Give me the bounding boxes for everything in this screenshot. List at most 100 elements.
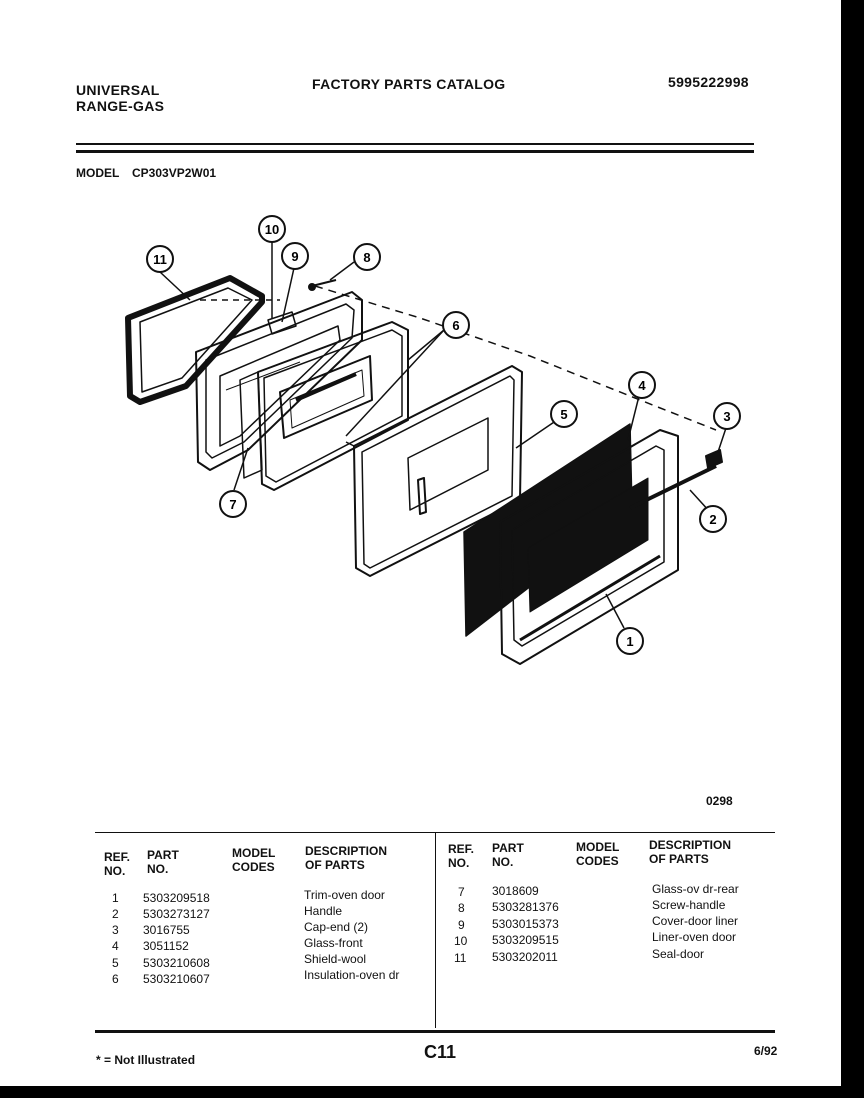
table-cell-ref: 8 xyxy=(458,901,465,915)
catalog-page: UNIVERSAL RANGE-GAS FACTORY PARTS CATALO… xyxy=(0,0,841,1086)
table-center-divider xyxy=(435,832,436,1028)
header-rule-top xyxy=(76,143,754,145)
glass-rear-part xyxy=(239,371,263,479)
callout-1-label: 1 xyxy=(626,634,633,649)
right-model-header-line2: CODES xyxy=(576,854,619,868)
callout-9: 9 xyxy=(281,242,309,270)
assembly-axis-line xyxy=(314,285,717,431)
table-cell-part: 5303202011 xyxy=(492,950,558,964)
right-desc-header-line2: OF PARTS xyxy=(649,852,709,866)
table-cell-desc: Trim-oven door xyxy=(304,888,385,902)
left-part-header: PART NO. xyxy=(147,848,179,876)
table-cell-part: 3018609 xyxy=(492,884,539,898)
callout-10: 10 xyxy=(258,215,286,243)
table-cell-part: 5303209518 xyxy=(143,891,210,905)
callout-7: 7 xyxy=(219,490,247,518)
table-cell-desc: Cap-end (2) xyxy=(304,920,369,934)
catalog-date: 6/92 xyxy=(754,1044,778,1058)
callout-10-label: 10 xyxy=(265,222,279,237)
left-model-header: MODEL CODES xyxy=(232,846,275,874)
cap-end-part xyxy=(705,449,723,469)
table-cell-part: 5303210607 xyxy=(143,972,210,986)
right-ref-header-line1: REF. xyxy=(448,842,475,856)
callout-4-label: 4 xyxy=(638,378,646,393)
left-desc-header: DESCRIPTION OF PARTS xyxy=(305,844,387,872)
table-cell-desc: Insulation-oven dr xyxy=(304,968,400,982)
table-cell-ref: 3 xyxy=(112,923,119,937)
callout-6: 6 xyxy=(442,311,470,339)
right-model-header: MODEL CODES xyxy=(576,840,619,868)
seal-door-part xyxy=(125,275,265,405)
callout-9-label: 9 xyxy=(291,249,298,264)
callout-4: 4 xyxy=(628,371,656,399)
product-line-label: UNIVERSAL xyxy=(76,82,160,98)
table-cell-ref: 5 xyxy=(112,956,119,970)
left-ref-header-line1: REF. xyxy=(104,850,131,864)
table-cell-ref: 6 xyxy=(112,972,119,986)
catalog-title: FACTORY PARTS CATALOG xyxy=(312,76,506,92)
table-cell-desc: Shield-wool xyxy=(304,952,367,966)
page-number: C11 xyxy=(424,1042,457,1062)
callout-8-label: 8 xyxy=(363,250,370,265)
callout-6-label: 6 xyxy=(452,318,459,333)
callout-3-label: 3 xyxy=(723,409,730,424)
table-cell-part: 3016755 xyxy=(143,923,190,937)
header-rule-bottom xyxy=(76,150,754,153)
table-cell-desc: Glass-front xyxy=(304,936,363,950)
right-part-header-line2: NO. xyxy=(492,855,514,869)
right-desc-header: DESCRIPTION OF PARTS xyxy=(649,838,731,866)
table-cell-ref: 1 xyxy=(112,891,119,905)
model-number: CP303VP2W01 xyxy=(132,166,217,180)
table-cell-desc: Screw-handle xyxy=(652,898,726,912)
table-cell-ref: 4 xyxy=(112,939,119,953)
callout-5-label: 5 xyxy=(560,407,567,422)
left-desc-header-line1: DESCRIPTION xyxy=(305,844,388,858)
table-cell-part: 5303210608 xyxy=(143,956,210,970)
left-part-header-line2: NO. xyxy=(147,862,169,876)
left-part-header-line1: PART xyxy=(147,848,179,862)
product-type-label: RANGE-GAS xyxy=(76,98,165,114)
callout-7-label: 7 xyxy=(229,497,236,512)
catalog-number: 5995222998 xyxy=(668,74,749,90)
table-bottom-rule xyxy=(95,1030,775,1033)
table-cell-ref: 10 xyxy=(454,934,468,948)
callout-5: 5 xyxy=(550,400,578,428)
right-part-header: PART NO. xyxy=(492,841,524,869)
callout-1: 1 xyxy=(616,627,644,655)
exploded-parts-diagram: 11 10 9 8 6 4 5 3 2 7 1 xyxy=(125,215,741,665)
trim-oven-door-part xyxy=(499,429,679,665)
illustration-code: 0298 xyxy=(706,794,733,808)
left-model-header-line2: CODES xyxy=(232,860,275,874)
table-cell-ref: 7 xyxy=(458,885,465,899)
table-cell-part: 3051152 xyxy=(143,939,189,953)
table-cell-ref: 9 xyxy=(458,918,465,932)
handle-part xyxy=(629,464,717,510)
table-cell-part: 5303015373 xyxy=(492,917,559,931)
table-cell-part: 5303273127 xyxy=(143,907,210,921)
callout-8: 8 xyxy=(353,243,381,271)
table-cell-desc: Handle xyxy=(304,904,343,918)
table-cell-desc: Cover-door liner xyxy=(652,914,739,928)
right-ref-header: REF. NO. xyxy=(448,842,474,870)
callout-11-label: 11 xyxy=(153,252,167,267)
right-desc-header-line1: DESCRIPTION xyxy=(649,838,732,852)
left-desc-header-line2: OF PARTS xyxy=(305,858,365,872)
table-cell-part: 5303281376 xyxy=(492,900,559,914)
not-illustrated-note: * = Not Illustrated xyxy=(96,1053,196,1067)
model-label: MODEL xyxy=(76,166,120,180)
table-cell-part: 5303209515 xyxy=(492,933,559,947)
left-ref-header: REF. NO. xyxy=(104,850,130,878)
table-cell-ref: 2 xyxy=(112,907,119,921)
table-cell-desc: Seal-door xyxy=(652,947,705,961)
table-cell-ref: 11 xyxy=(454,951,467,965)
insulation-oven-door-part xyxy=(257,321,409,491)
left-ref-header-line2: NO. xyxy=(104,864,126,878)
right-model-header-line1: MODEL xyxy=(576,840,620,854)
table-cell-desc: Glass-ov dr-rear xyxy=(652,882,739,896)
callout-3: 3 xyxy=(713,402,741,430)
table-cell-desc: Liner-oven door xyxy=(652,930,737,944)
right-ref-header-line2: NO. xyxy=(448,856,470,870)
callout-11: 11 xyxy=(146,245,174,273)
left-model-header-line1: MODEL xyxy=(232,846,276,860)
right-part-header-line1: PART xyxy=(492,841,524,855)
